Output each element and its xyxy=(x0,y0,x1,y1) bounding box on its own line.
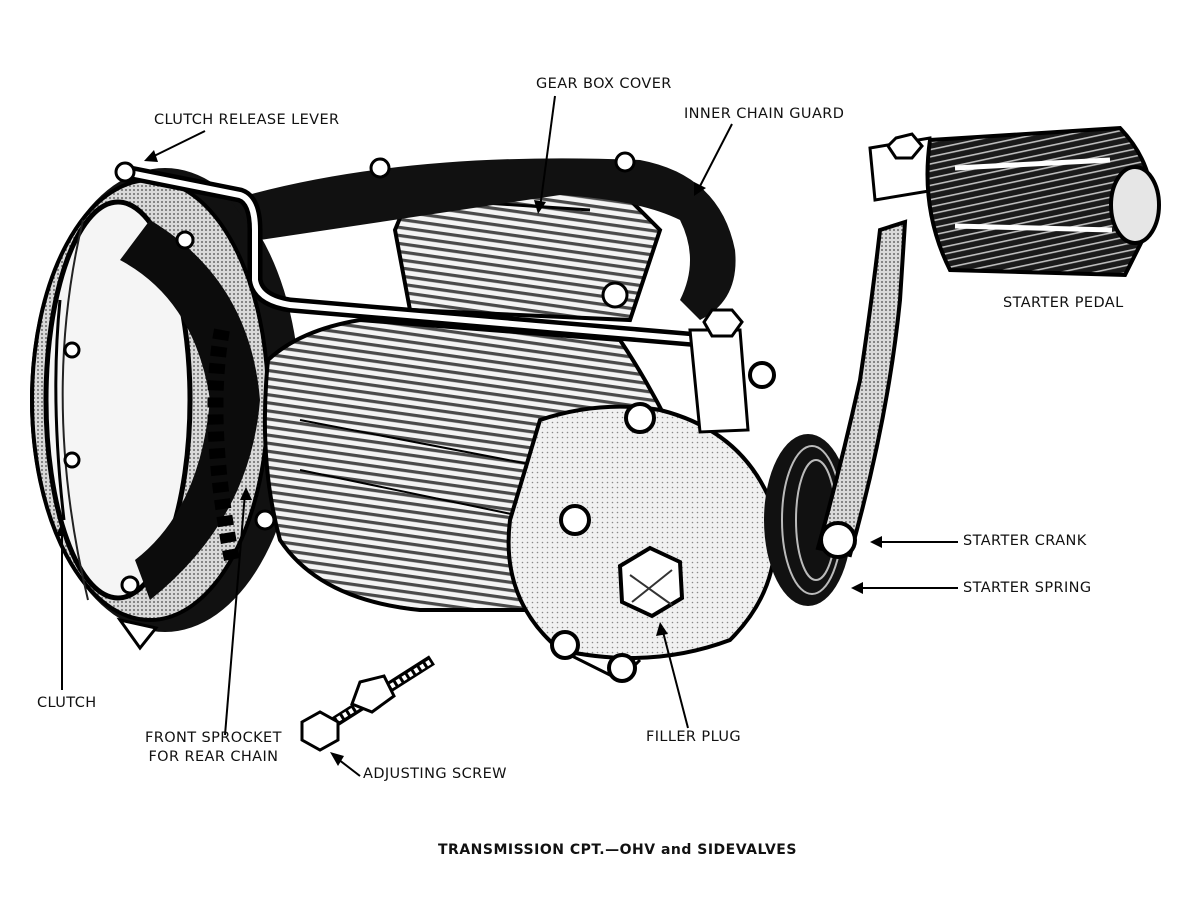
leader-inner-chain-guard xyxy=(697,123,733,191)
leader-clutch-release-lever xyxy=(149,130,206,159)
leader-filler-plug xyxy=(661,627,689,729)
clutch-release-lever xyxy=(114,161,750,434)
label-gear-box-cover: GEAR BOX COVER xyxy=(536,76,672,92)
figure-caption: TRANSMISSION CPT.—OHV and SIDEVALVES xyxy=(438,842,797,858)
label-clutch: CLUTCH xyxy=(37,695,97,711)
front-sprocket xyxy=(207,328,240,562)
label-inner-chain-guard: INNER CHAIN GUARD xyxy=(684,106,845,122)
label-filler-plug: FILLER PLUG xyxy=(646,729,741,745)
label-starter-crank: STARTER CRANK xyxy=(963,533,1087,549)
arrowheads xyxy=(56,150,882,766)
leader-lines xyxy=(61,95,958,777)
label-clutch-release-lever: CLUTCH RELEASE LEVER xyxy=(154,112,340,128)
bolts xyxy=(254,361,776,683)
filler-plug xyxy=(617,545,685,619)
label-front-sprocket-line1: FRONT SPROCKET xyxy=(145,730,282,746)
starter-pedal xyxy=(925,125,1161,278)
label-starter-pedal: STARTER PEDAL xyxy=(1003,295,1124,311)
adjusting-screw xyxy=(300,655,435,752)
end-cover xyxy=(506,404,777,682)
label-front-sprocket-line2: FOR REAR CHAIN xyxy=(148,749,279,765)
leader-front-sprocket xyxy=(224,492,246,736)
label-starter-spring: STARTER SPRING xyxy=(963,580,1092,596)
clutch-housing xyxy=(30,168,300,651)
label-front-sprocket: FRONT SPROCKET FOR REAR CHAIN xyxy=(145,729,282,767)
label-adjusting-screw: ADJUSTING SCREW xyxy=(363,766,507,782)
leader-gear-box-cover xyxy=(539,95,556,209)
starter-crank-arm xyxy=(815,132,937,559)
inner-chain-guard xyxy=(230,151,736,320)
